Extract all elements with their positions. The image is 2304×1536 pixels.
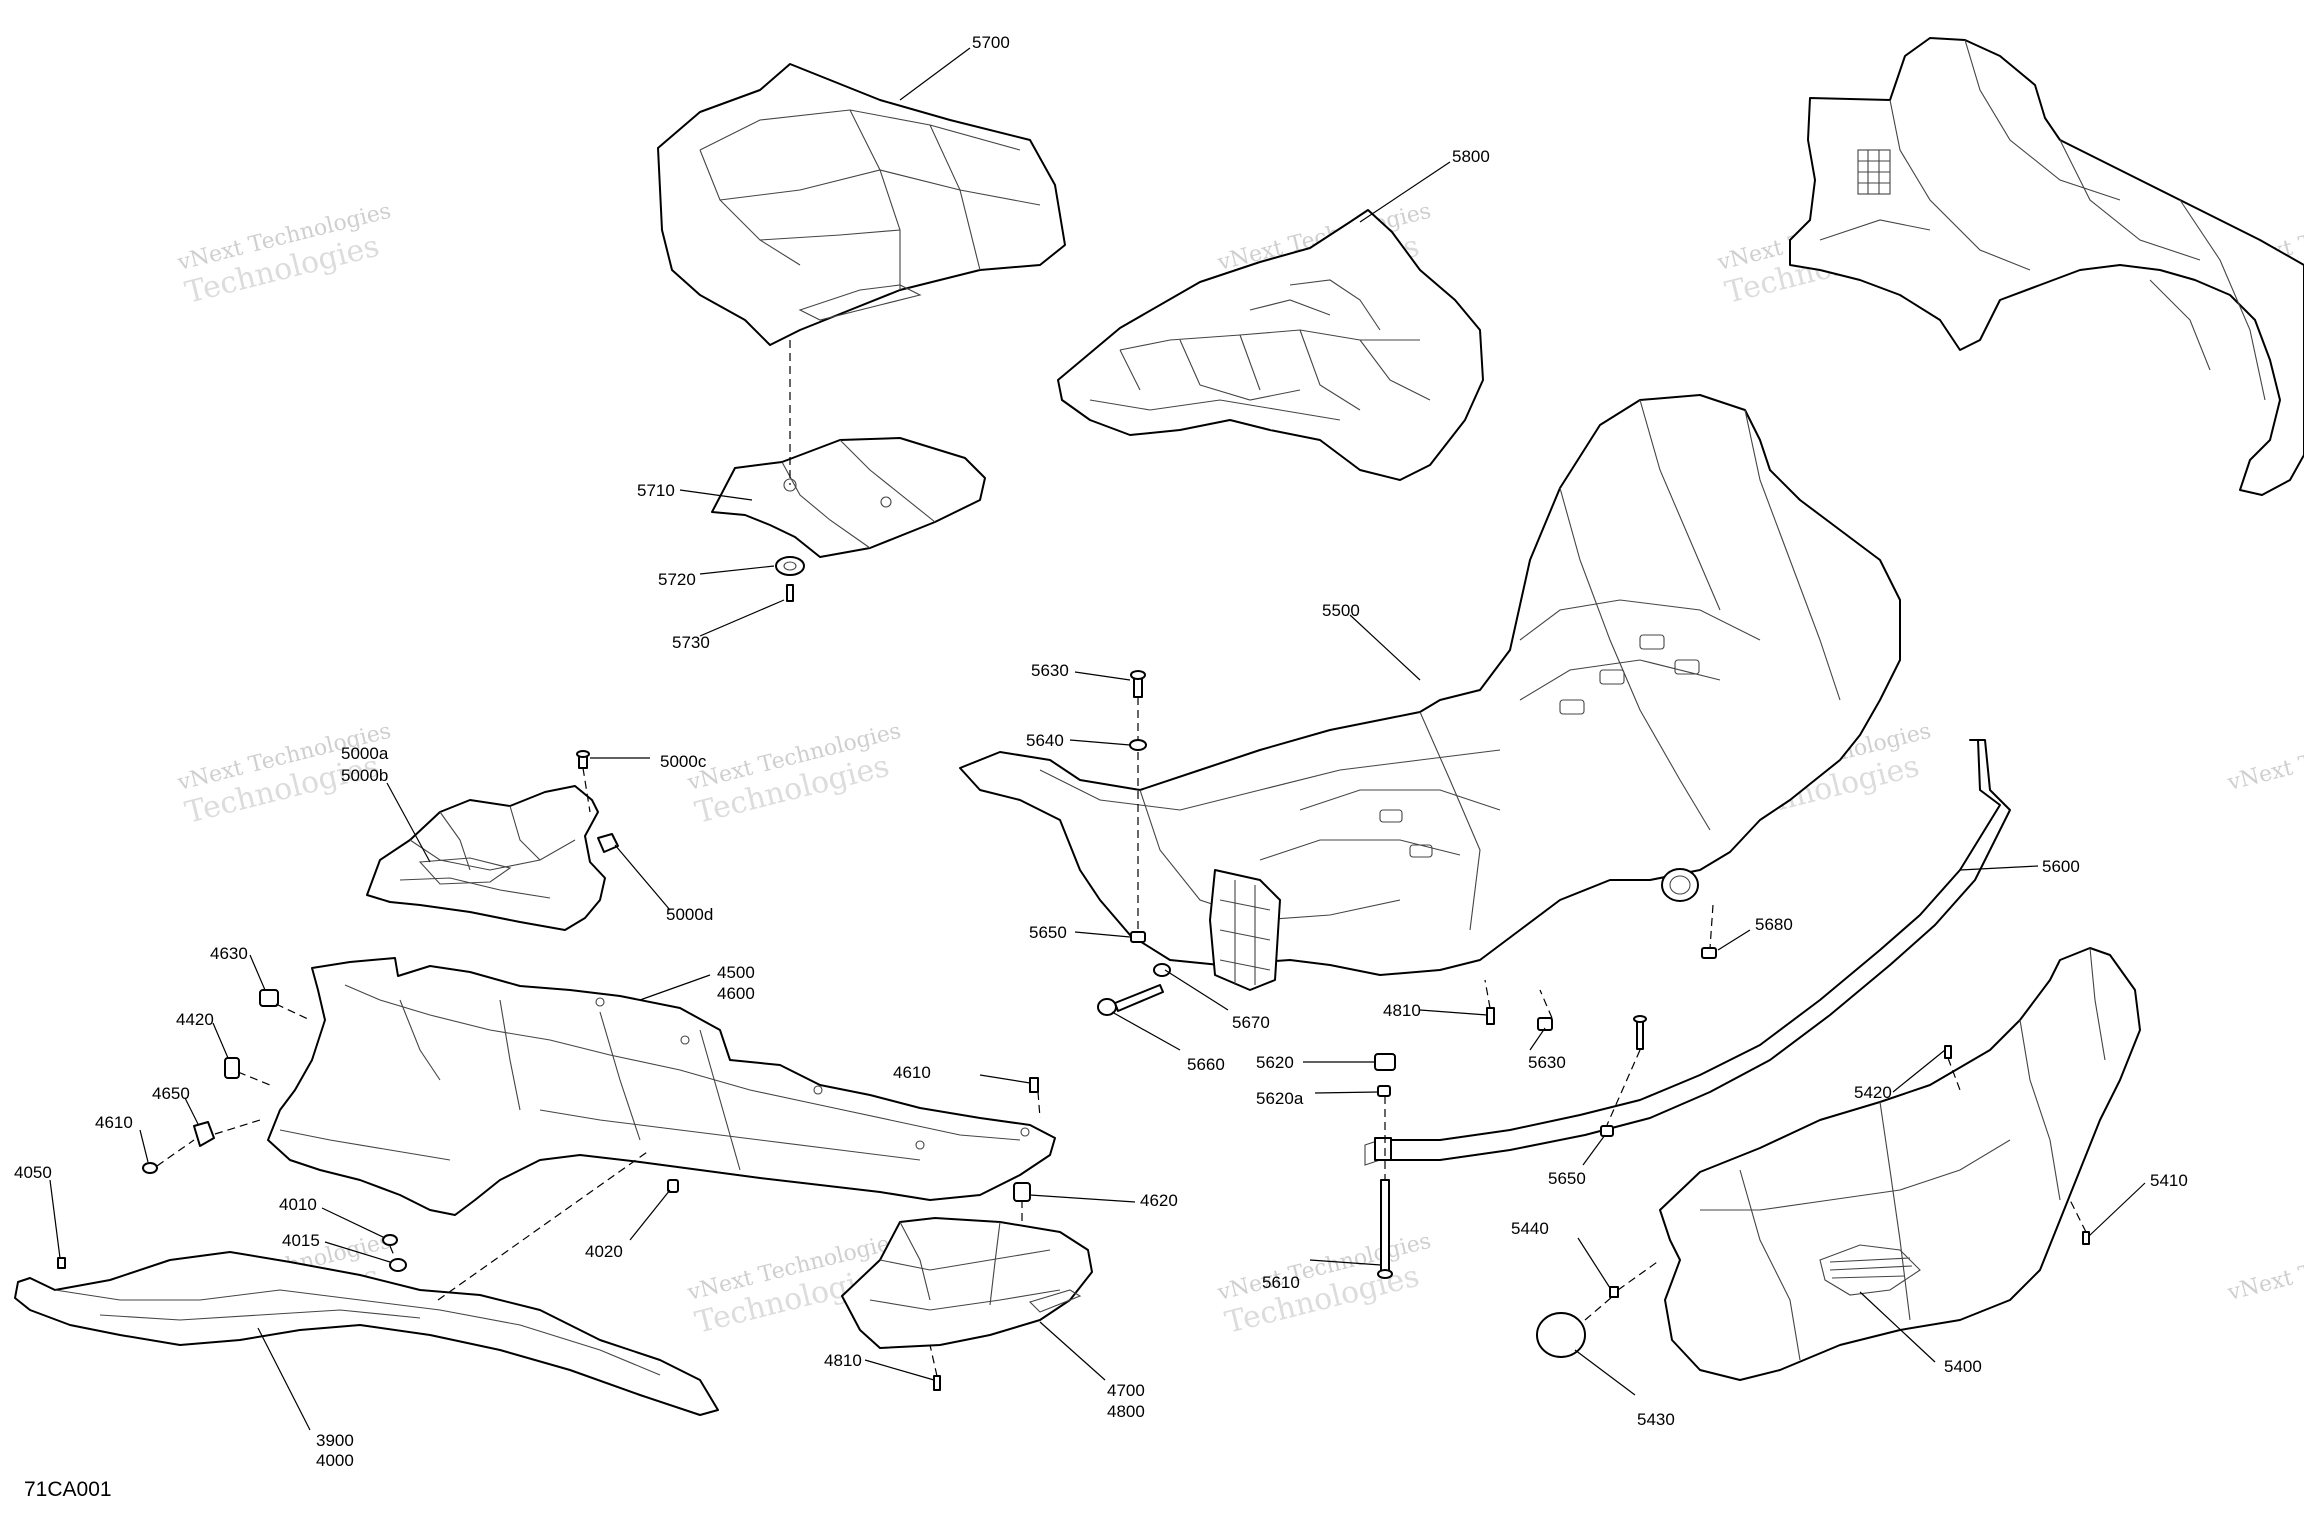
part-5620a-nut bbox=[1377, 1085, 1391, 1097]
callout-4630: 4630 bbox=[210, 944, 248, 963]
part-5670-washer bbox=[1153, 963, 1171, 977]
callout-5730: 5730 bbox=[672, 633, 710, 652]
part-5700-cover bbox=[657, 63, 1066, 346]
part-5000d-clip bbox=[597, 833, 619, 853]
watermark-text: vNext Technologies bbox=[2224, 719, 2304, 796]
part-5630-bolt bbox=[1130, 670, 1146, 698]
callout-5720: 5720 bbox=[658, 570, 696, 589]
diagram-code: 71CA001 bbox=[24, 1478, 112, 1501]
part-5410-screw bbox=[2082, 1231, 2090, 1245]
part-5000c-screw bbox=[576, 750, 590, 769]
part-5650-nut-a bbox=[1130, 931, 1146, 943]
part-5620-cage-nut bbox=[1374, 1053, 1396, 1071]
part-5800-seat bbox=[1057, 209, 1484, 481]
part-4810-screw-a bbox=[1486, 1007, 1495, 1025]
callout-5440: 5440 bbox=[1511, 1219, 1549, 1238]
callout-4810-a: 4810 bbox=[1383, 1001, 1421, 1020]
callout-4620: 4620 bbox=[1140, 1191, 1178, 1210]
part-5400-lower-rear bbox=[1659, 947, 2141, 1381]
callout-5800: 5800 bbox=[1452, 147, 1490, 166]
part-4650-reflector bbox=[193, 1121, 215, 1147]
callout-3900: 3900 bbox=[316, 1431, 354, 1450]
part-4630-clip bbox=[259, 989, 279, 1007]
callout-5630-a: 5630 bbox=[1031, 661, 1069, 680]
callout-4600: 4600 bbox=[717, 984, 755, 1003]
callout-5500: 5500 bbox=[1322, 601, 1360, 620]
callout-5710: 5710 bbox=[637, 481, 675, 500]
part-3900-footrest bbox=[14, 1251, 719, 1416]
callout-5650-b: 5650 bbox=[1548, 1169, 1586, 1188]
callout-5000d: 5000d bbox=[666, 905, 713, 924]
part-5610-long-bolt bbox=[1377, 1179, 1393, 1279]
part-5680-nut bbox=[1701, 947, 1717, 959]
callout-4015: 4015 bbox=[282, 1231, 320, 1250]
callout-5410: 5410 bbox=[2150, 1171, 2188, 1190]
callout-labels: 5700 5800 5710 5720 5730 5500 5630 5640 … bbox=[14, 33, 2188, 1470]
callout-5000c: 5000c bbox=[660, 752, 707, 771]
leader-lines bbox=[49, 47, 2146, 1431]
part-4500-side-fender bbox=[267, 957, 1056, 1216]
callout-5430: 5430 bbox=[1637, 1410, 1675, 1429]
part-5430-cap bbox=[1536, 1312, 1586, 1358]
part-5640-washer bbox=[1129, 739, 1147, 751]
part-4420-fastener bbox=[224, 1057, 240, 1079]
part-5730-screw bbox=[786, 584, 794, 602]
callout-5650-a: 5650 bbox=[1029, 923, 1067, 942]
part-5500-rear-body bbox=[959, 394, 1901, 991]
part-4810-screw-b bbox=[933, 1375, 941, 1391]
part-rear-frame bbox=[1789, 37, 2304, 496]
callout-4420: 4420 bbox=[176, 1010, 214, 1029]
callout-5630-b: 5630 bbox=[1528, 1053, 1566, 1072]
part-5000-panel bbox=[366, 785, 606, 931]
part-5650-bolt-b bbox=[1600, 1015, 1647, 1137]
callout-5620: 5620 bbox=[1256, 1053, 1294, 1072]
part-4620-clip bbox=[1013, 1182, 1031, 1202]
part-4020-clip bbox=[667, 1179, 679, 1193]
callout-5420: 5420 bbox=[1854, 1083, 1892, 1102]
part-5660-bolt bbox=[1097, 984, 1164, 1016]
callout-4610-a: 4610 bbox=[95, 1113, 133, 1132]
callout-4610-b: 4610 bbox=[893, 1063, 931, 1082]
callout-4650: 4650 bbox=[152, 1084, 190, 1103]
callout-5400: 5400 bbox=[1944, 1357, 1982, 1376]
callout-4810-b: 4810 bbox=[824, 1351, 862, 1370]
callout-5640: 5640 bbox=[1026, 731, 1064, 750]
callout-5670: 5670 bbox=[1232, 1013, 1270, 1032]
part-4610-screw-a bbox=[142, 1162, 158, 1174]
part-5600-rear-bar bbox=[1364, 739, 2011, 1166]
callout-4050: 4050 bbox=[14, 1163, 52, 1182]
callout-5680: 5680 bbox=[1755, 915, 1793, 934]
callout-4700: 4700 bbox=[1107, 1381, 1145, 1400]
part-5720-grommet bbox=[775, 556, 805, 576]
part-5710-plate bbox=[711, 437, 986, 558]
callout-4800: 4800 bbox=[1107, 1402, 1145, 1421]
callout-5610: 5610 bbox=[1262, 1273, 1300, 1292]
callout-5700: 5700 bbox=[972, 33, 1010, 52]
part-5630-nut-b bbox=[1537, 1017, 1553, 1031]
part-4610-screw-b bbox=[1029, 1077, 1039, 1093]
part-5420-screw bbox=[1944, 1045, 1952, 1059]
part-4015-washer bbox=[389, 1258, 407, 1272]
part-5440-clip bbox=[1609, 1286, 1619, 1298]
callout-5620a: 5620a bbox=[1256, 1089, 1304, 1108]
watermark-text: vNext Technologies bbox=[2224, 1229, 2304, 1306]
callout-5660: 5660 bbox=[1187, 1055, 1225, 1074]
callout-5000b: 5000b bbox=[341, 766, 388, 785]
part-4010-screw bbox=[382, 1234, 398, 1246]
callout-5000a: 5000a bbox=[341, 744, 389, 763]
callout-5600: 5600 bbox=[2042, 857, 2080, 876]
part-4700-lower-panel bbox=[841, 1217, 1093, 1349]
callout-4000: 4000 bbox=[316, 1451, 354, 1470]
callout-4010: 4010 bbox=[279, 1195, 317, 1214]
part-4050-clip bbox=[57, 1257, 66, 1269]
callout-4500: 4500 bbox=[717, 963, 755, 982]
callout-4020: 4020 bbox=[585, 1242, 623, 1261]
